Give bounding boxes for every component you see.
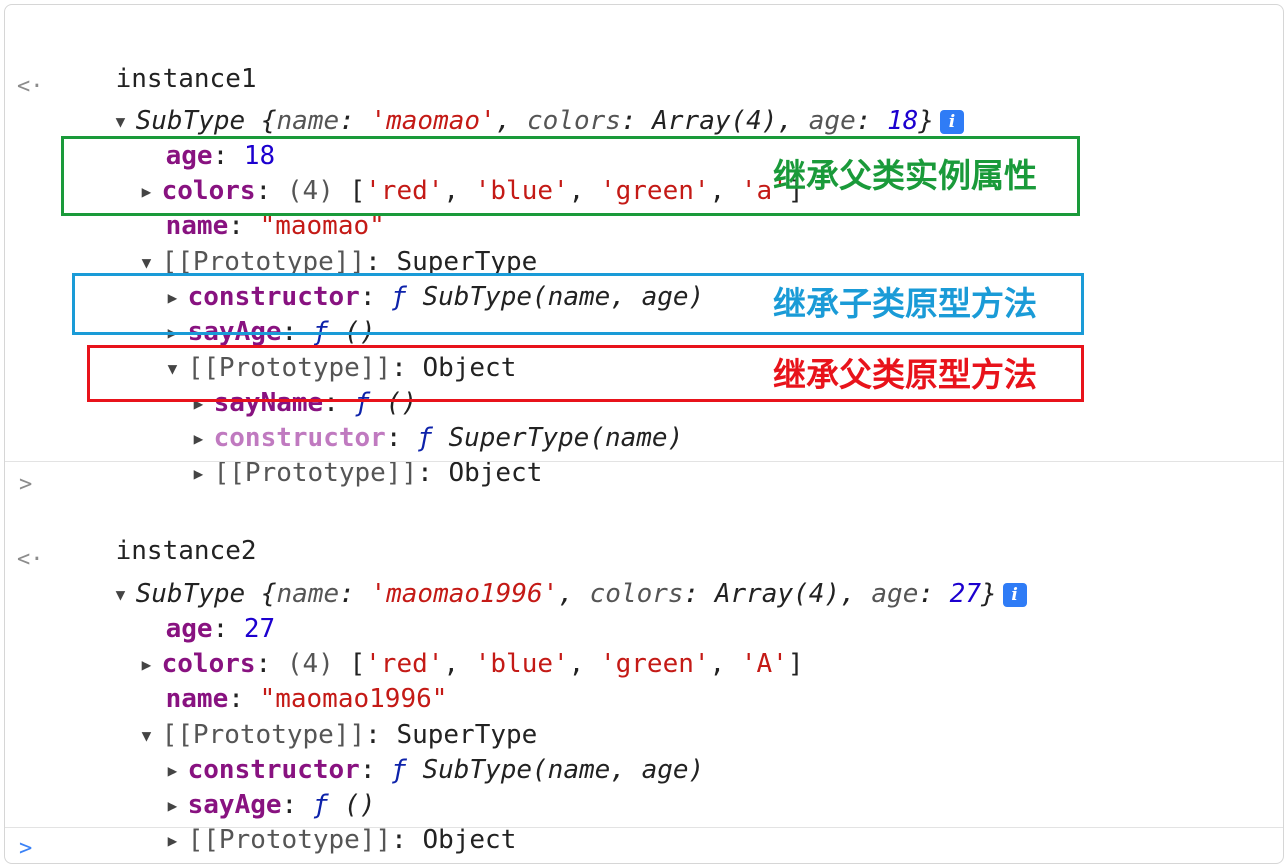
expand-arrow-icon[interactable]: ▶ [193, 394, 204, 413]
property-name: name: "maomao1996" [165, 684, 448, 714]
property-age: age: 18 [165, 141, 276, 171]
return-arrow-icon: <· [17, 74, 44, 99]
object-summary-row[interactable]: ▼SubType {name: 'maomao1996', colors: Ar… [53, 542, 1027, 609]
prototype-object[interactable]: ▶[[Prototype]]: Object [105, 788, 517, 855]
console-input-echo: instance2 [53, 499, 257, 566]
chevron-right-icon: > [19, 472, 33, 497]
prototype-object-nested[interactable]: ▶[[Prototype]]: Object [131, 421, 543, 488]
expand-arrow-icon[interactable]: ▶ [141, 182, 152, 201]
expand-arrow-icon[interactable]: ▶ [167, 796, 178, 815]
expand-arrow-icon[interactable]: ▶ [167, 831, 178, 850]
expand-arrow-icon[interactable]: ▶ [193, 429, 204, 448]
annotation-label-blue: 继承子类原型方法 [773, 284, 1037, 323]
entry-separator [5, 461, 1283, 462]
property-colors[interactable]: ▶colors: (4) ['red', 'blue', 'green', 'a… [79, 139, 804, 206]
property-constructor[interactable]: ▶constructor: ƒ SubType(name, age) [105, 245, 705, 312]
entry-separator [5, 827, 1283, 828]
info-icon[interactable]: i [940, 109, 965, 134]
annotation-box-blue [72, 273, 1084, 335]
property-constructor-native[interactable]: ▶constructor: ƒ SuperType(name) [131, 386, 684, 453]
info-icon[interactable]: i [1002, 582, 1027, 607]
annotation-box-red [87, 345, 1084, 402]
collapse-arrow-icon[interactable]: ▼ [115, 585, 126, 604]
collapse-arrow-icon[interactable]: ▼ [167, 359, 178, 378]
object-summary-row[interactable]: ▼SubType {name: 'maomao', colors: Array(… [53, 69, 965, 136]
input-label: instance2 [115, 536, 257, 566]
console-input[interactable] [53, 831, 1253, 863]
annotation-label-red: 继承父类原型方法 [773, 355, 1037, 394]
property-name: name: "maomao" [165, 211, 385, 241]
property-sayage[interactable]: ▶sayAge: ƒ () [105, 753, 376, 820]
prototype-supertype[interactable]: ▼[[Prototype]]: SuperType [79, 683, 538, 750]
expand-arrow-icon[interactable]: ▶ [167, 288, 178, 307]
prototype-supertype[interactable]: ▼[[Prototype]]: SuperType [79, 210, 538, 277]
devtools-console: instance1 <· ▼SubType {name: 'maomao', c… [4, 4, 1284, 864]
annotation-label-green: 继承父类实例属性 [773, 156, 1037, 195]
property-age: age: 27 [165, 614, 276, 644]
property-constructor[interactable]: ▶constructor: ƒ SubType(name, age) [105, 718, 705, 785]
property-sayname[interactable]: ▶sayName: ƒ () [131, 351, 418, 418]
console-input-echo: instance1 [53, 27, 257, 94]
collapse-arrow-icon[interactable]: ▼ [115, 112, 126, 131]
console-prompt-icon[interactable]: > [19, 836, 33, 861]
collapse-arrow-icon[interactable]: ▼ [141, 253, 152, 272]
expand-arrow-icon[interactable]: ▶ [193, 464, 204, 483]
property-colors[interactable]: ▶colors: (4) ['red', 'blue', 'green', 'A… [79, 612, 804, 679]
expand-arrow-icon[interactable]: ▶ [167, 761, 178, 780]
return-arrow-icon: <· [17, 547, 44, 572]
annotation-box-green [61, 136, 1080, 216]
collapse-arrow-icon[interactable]: ▼ [141, 726, 152, 745]
input-label: instance1 [115, 64, 257, 94]
prototype-object[interactable]: ▼[[Prototype]]: Object [105, 316, 517, 383]
expand-arrow-icon[interactable]: ▶ [141, 655, 152, 674]
